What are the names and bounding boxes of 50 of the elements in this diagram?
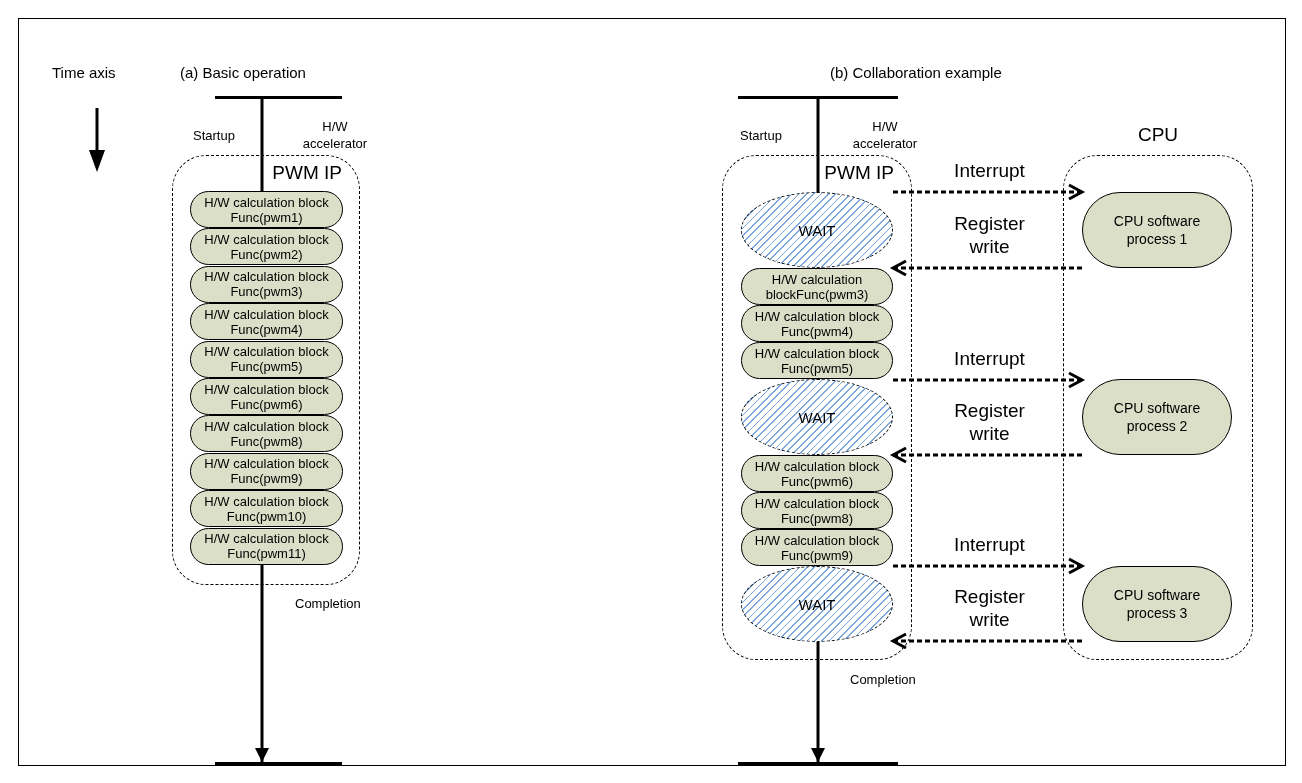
process-block: H/W calculation block Func(pwm8) [741,492,893,529]
process-block: H/W calculation block Func(pwm2) [190,228,343,266]
wait-state: WAIT [741,192,893,268]
process-block: H/W calculation block Func(pwm8) [190,415,343,453]
process-block: H/W calculation block Func(pwm6) [190,378,343,415]
component-caption: H/W accelerator [301,118,369,152]
timeline-bar [738,762,898,765]
arrow [811,642,825,762]
component-caption: H/W accelerator [851,118,919,152]
process-block: H/W calculation blockFunc(pwm3) [741,268,893,305]
heading: (b) Collaboration example [830,64,1002,81]
process-block: H/W calculation block Func(pwm4) [741,305,893,342]
timeline-bar [215,96,342,99]
dashed-arrow [893,557,1084,575]
process-block: CPU software process 2 [1082,379,1232,455]
process-block: H/W calculation block Func(pwm5) [741,342,893,379]
dashed-arrow [891,632,1082,650]
process-block: H/W calculation block Func(pwm6) [741,455,893,492]
process-block: H/W calculation block Func(pwm1) [190,191,343,228]
timeline-bar [738,96,898,99]
dashed-arrow [891,446,1082,464]
annotation: Startup [740,128,782,143]
group-title: CPU [1136,124,1180,146]
annotation: Completion [850,672,916,687]
arrow [255,564,269,762]
group-title: PWM IP [272,162,342,184]
annotation: Completion [295,596,361,611]
process-block: H/W calculation block Func(pwm5) [190,340,343,378]
wait-state: WAIT [741,379,893,455]
dashed-arrow [891,259,1082,277]
process-block: H/W calculation block Func(pwm9) [741,529,893,566]
process-block: CPU software process 3 [1082,566,1232,642]
group-box [172,155,360,585]
process-block: H/W calculation block Func(pwm11) [190,527,343,565]
line [260,99,264,191]
process-block: H/W calculation block Func(pwm10) [190,490,343,528]
heading: Time axis [52,64,116,81]
group-title: PWM IP [824,162,894,184]
line [816,99,820,192]
process-block: H/W calculation block Func(pwm3) [190,265,343,303]
process-block: H/W calculation block Func(pwm9) [190,452,343,490]
process-block: H/W calculation block Func(pwm4) [190,303,343,341]
group-box [722,155,912,660]
dashed-arrow [893,371,1084,389]
wait-state: WAIT [741,566,893,642]
heading: (a) Basic operation [180,64,306,81]
annotation: Startup [193,128,235,143]
timeline-bar [215,762,342,765]
dashed-arrow [893,183,1084,201]
process-block: CPU software process 1 [1082,192,1232,268]
